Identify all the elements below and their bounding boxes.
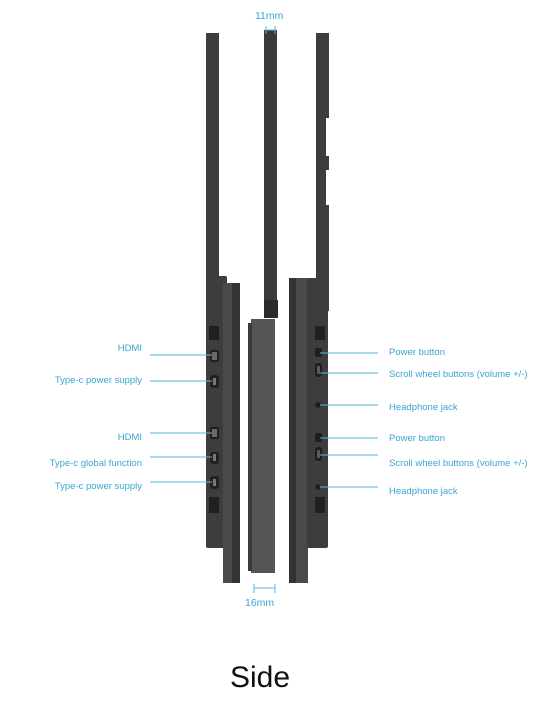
left-port-label: Type-c global function <box>49 458 142 469</box>
center-base-panel <box>251 319 275 573</box>
center-base-edge <box>248 323 252 571</box>
headphone-jack-icon <box>315 402 321 408</box>
headphone-jack-icon <box>315 484 321 490</box>
power-button-icon <box>315 348 322 357</box>
left-port-label: Type-c power supply <box>54 375 142 386</box>
left-port-label: HDMI <box>117 432 142 443</box>
right-port-label: Scroll wheel buttons (volume +/-) <box>389 369 528 380</box>
power-button-icon <box>315 433 322 442</box>
dimension-label-bottom: 16mm <box>245 597 275 609</box>
right-port-label: Headphone jack <box>389 402 458 413</box>
right-cutout-bottom <box>315 497 325 513</box>
right-port-label: Headphone jack <box>389 486 458 497</box>
usb-c-port-icon <box>210 476 219 489</box>
left-back-plate <box>232 283 240 583</box>
left-port-label: HDMI <box>117 343 142 354</box>
dimension-marker-bottom <box>253 584 276 593</box>
right-hinge-plate <box>296 278 308 583</box>
left-cutout-bottom <box>209 497 219 513</box>
left-port-label: Type-c power supply <box>54 481 142 492</box>
right-port-label: Power button <box>389 347 445 358</box>
center-screen-panel <box>264 30 277 310</box>
dimension-marker-top <box>265 26 276 34</box>
right-side-notch-2 <box>326 170 330 205</box>
dimension-label-top: 11mm <box>255 10 284 22</box>
right-back-plate <box>289 278 297 583</box>
hdmi-port-icon <box>210 350 219 362</box>
left-cutout-top <box>209 326 219 340</box>
right-port-label: Power button <box>389 433 445 444</box>
right-side-notch-1 <box>326 118 330 156</box>
left-screen-panel <box>206 33 219 311</box>
hdmi-port-icon <box>210 427 219 439</box>
center-hinge <box>264 300 278 318</box>
scroll-wheel-icon <box>315 447 322 461</box>
scroll-wheel-icon <box>315 363 322 377</box>
right-screen-panel <box>316 33 329 311</box>
right-port-label: Scroll wheel buttons (volume +/-) <box>389 458 528 469</box>
left-hinge-plate <box>223 283 234 583</box>
right-cutout-top <box>315 326 325 340</box>
leader-lines <box>150 352 378 488</box>
right-housing <box>307 278 328 548</box>
diagram-caption: Side <box>229 661 291 694</box>
usb-c-port-icon <box>210 375 219 388</box>
usb-c-port-icon <box>210 452 219 464</box>
